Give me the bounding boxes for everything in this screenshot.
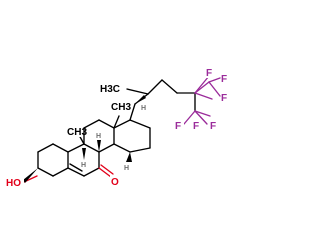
molecule-structure-diagram: HO O CH3 CH3 H3C H H H H F F F F F F (5, 67, 230, 189)
ring-c-bonds (83, 119, 115, 153)
fluorine-label: F (221, 74, 227, 85)
h-c8-label: H (96, 133, 101, 140)
hydroxyl-label: HO (6, 178, 21, 189)
methyl-c21-label: H3C (100, 84, 120, 95)
ring-a-bonds (37, 143, 69, 177)
label-backgrounds (5, 67, 230, 187)
h-c14-label: H (124, 165, 129, 172)
ring-d-bonds (113, 103, 151, 153)
fluorine-label: F (193, 121, 199, 132)
fluorine-label: F (206, 68, 212, 79)
fluorine-bonds (183, 75, 221, 125)
methyl-c13-label: CH3 (111, 102, 131, 113)
h-c9-label: H (81, 162, 86, 169)
h-c17-label: H (141, 105, 146, 112)
c5-c6-double-bond (69, 163, 83, 172)
side-chain-bonds (126, 79, 196, 112)
ring-b-bonds (67, 143, 100, 177)
fluorine-label: F (175, 121, 181, 132)
ketone-oxygen-label: O (111, 177, 119, 188)
fluorine-label: F (210, 121, 216, 132)
methyl-c10-label: CH3 (67, 127, 87, 138)
stereo-wedges (23, 95, 146, 183)
fluorine-label: F (221, 93, 227, 104)
